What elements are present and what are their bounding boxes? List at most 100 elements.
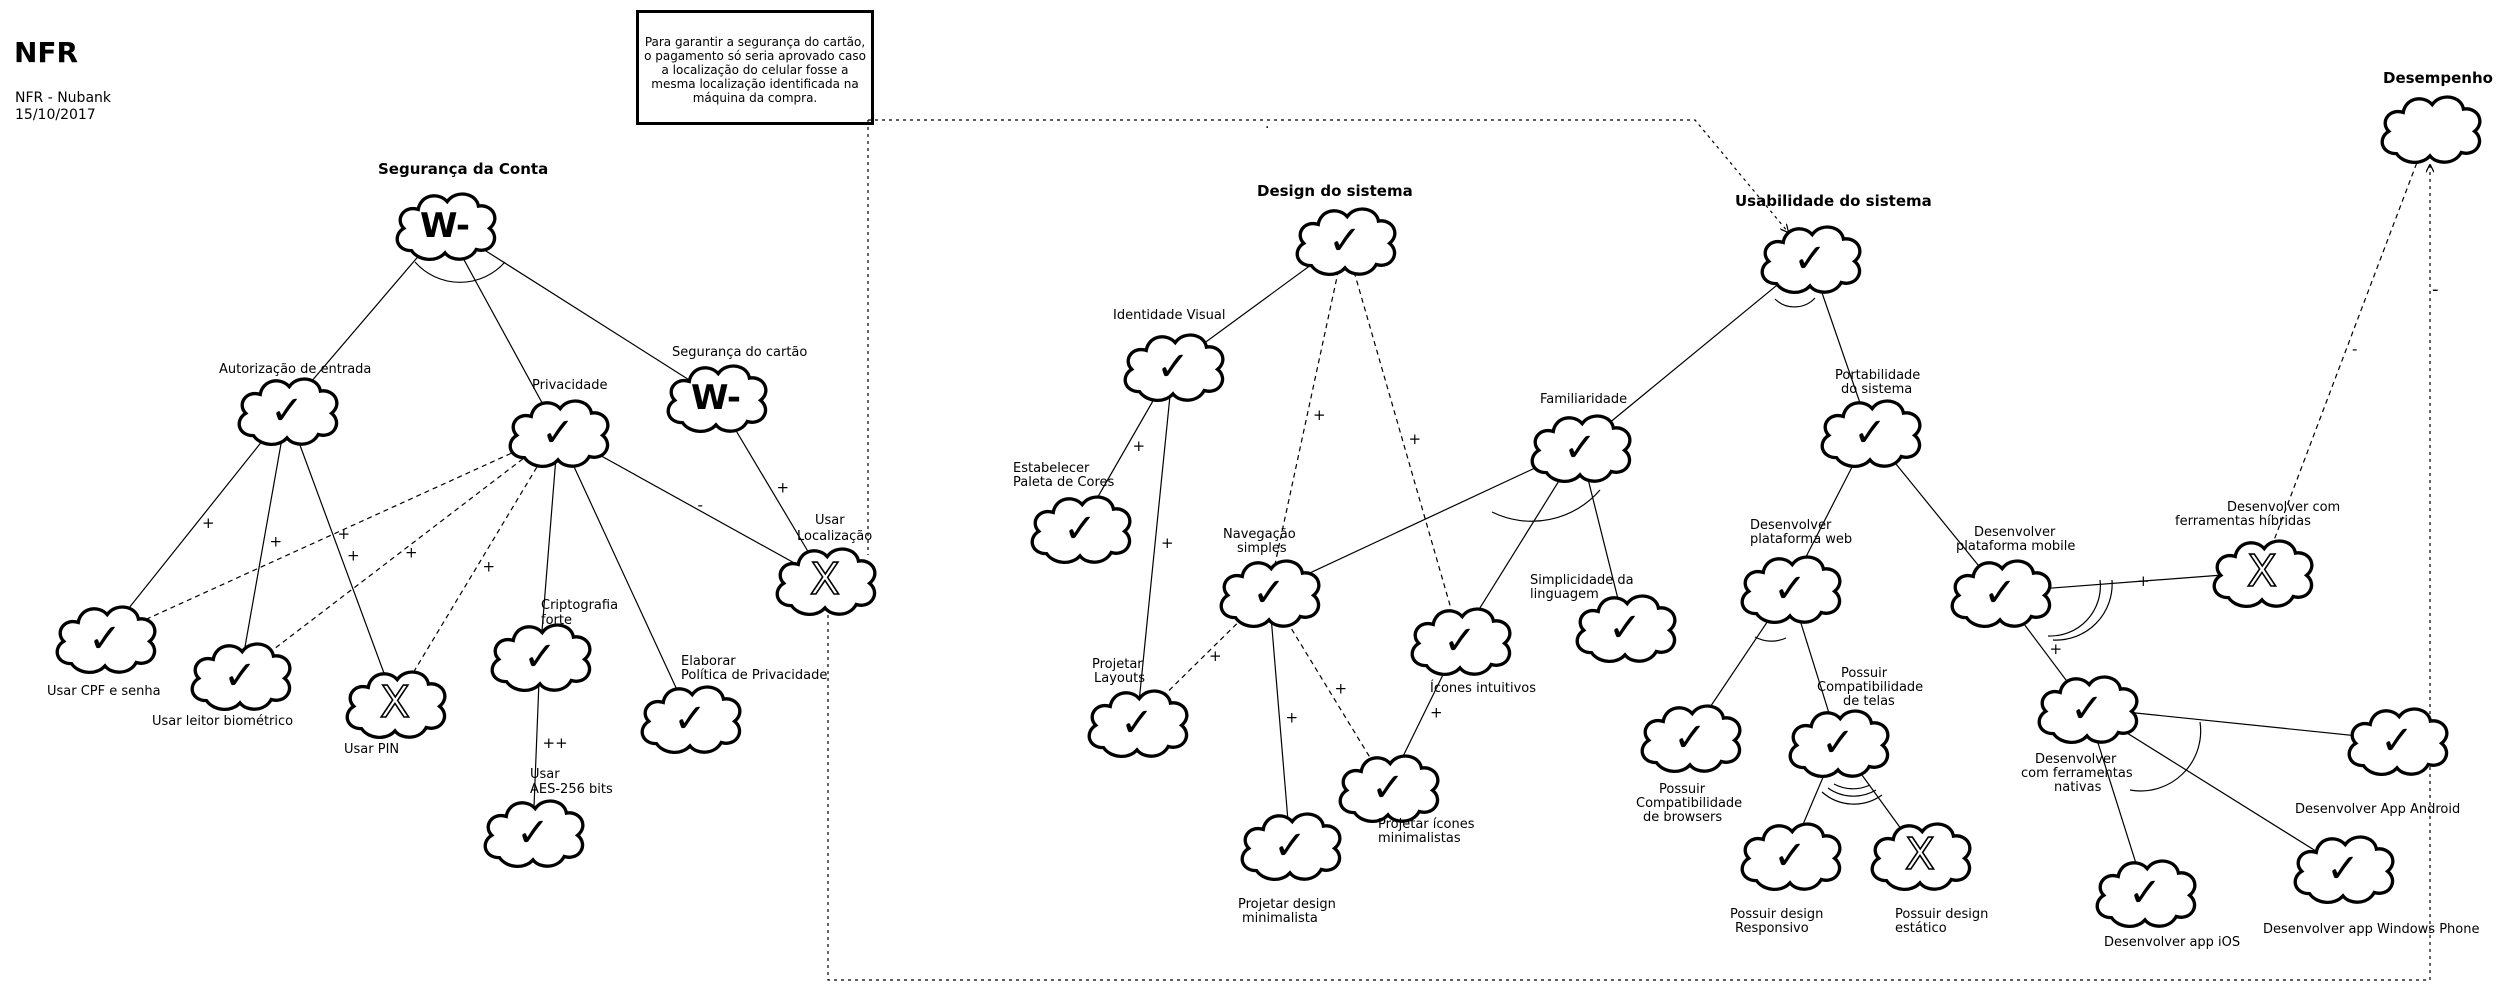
contribution-link: [2261, 128, 2430, 573]
contribution-link: [1269, 592, 1291, 846]
softgoal-usab[interactable]: ✓: [1760, 225, 1862, 295]
note-link: [868, 119, 1788, 232]
performance-link: [827, 165, 2430, 981]
satisficed-icon: ✓: [223, 653, 257, 699]
diagram-subtitle: NFR - Nubank 15/10/2017: [15, 90, 111, 124]
hidden: [2100, 590, 2132, 610]
label-privacidade: Privacidade: [532, 378, 607, 393]
contribution-link: [557, 431, 691, 719]
softgoal-web[interactable]: ✓: [1740, 555, 1842, 625]
softgoal-porta[interactable]: ✓: [1820, 399, 1922, 469]
satisficed-icon: ✓: [2128, 870, 2162, 916]
softgoal-cpf[interactable]: ✓: [55, 605, 157, 675]
softgoal-android[interactable]: ✓: [2347, 707, 2449, 777]
softgoal-estat[interactable]: X: [1870, 822, 1972, 892]
softgoal-seg_conta[interactable]: W-: [395, 192, 497, 262]
contribution-link: [1579, 257, 1811, 448]
softgoal-hibr[interactable]: X: [2212, 539, 2314, 609]
satisficed-icon: ✓: [1673, 715, 1707, 761]
label-nativas-1: Desenvolver: [2035, 752, 2117, 767]
label-autorizacao: Autorização de entrada: [219, 362, 371, 377]
label-paleta-2: Paleta de Cores: [1013, 475, 1114, 490]
softgoal-cripto[interactable]: ✓: [490, 623, 592, 693]
satisficed-icon: ✓: [516, 810, 550, 856]
softgoal-famil[interactable]: ✓: [1530, 414, 1632, 484]
satisficed-icon: ✓: [2326, 846, 2360, 892]
satisficed-icon: ✓: [2380, 718, 2414, 764]
softgoal-pin[interactable]: X: [345, 670, 447, 740]
cloud-icon: [2380, 95, 2482, 165]
softgoal-icint[interactable]: ✓: [1410, 607, 1512, 677]
softgoal-mobile[interactable]: ✓: [1950, 559, 2052, 629]
label-portabilidade-2: do sistema: [1841, 382, 1912, 397]
softgoal-dmin[interactable]: ✓: [1240, 812, 1342, 882]
label-layouts-1: Projetar: [1092, 657, 1143, 672]
satisficed-icon: ✓: [541, 410, 575, 456]
label-simplicidade-1: Simplicidade da: [1530, 573, 1634, 588]
softgoal-browsers[interactable]: ✓: [1640, 704, 1742, 774]
satisficed-icon: ✓: [523, 634, 557, 680]
satisficed-icon: ✓: [673, 696, 707, 742]
satisficed-icon: ✓: [1273, 823, 1307, 869]
label-layouts-2: Layouts: [1094, 671, 1145, 686]
label-compat-browsers-3: de browsers: [1643, 810, 1722, 825]
satisficed-icon: ✓: [88, 616, 122, 662]
denied-icon: X: [2247, 546, 2277, 597]
or-arc: [2052, 579, 2113, 641]
label-hibridas-1: Desenvolver com: [2227, 500, 2340, 515]
diagram-title: NFR: [14, 36, 79, 69]
softgoal-autoriz[interactable]: ✓: [237, 377, 339, 447]
contribution-label: +: [1430, 704, 1443, 722]
label-icones-min-1: Projetar ícones: [1378, 817, 1475, 832]
softgoal-telas[interactable]: ✓: [1788, 709, 1890, 779]
satisficed-icon: ✓: [1371, 765, 1405, 811]
subtitle-date: 15/10/2017: [15, 107, 96, 123]
contribution-label: +: [1209, 647, 1222, 665]
denied-icon: X: [380, 677, 410, 728]
label-usar-pin: Usar PIN: [344, 742, 399, 757]
label-nativas-3: nativas: [2054, 780, 2102, 795]
contribution-label: +: [347, 547, 360, 565]
contribution-label: -: [2352, 340, 2357, 358]
label-politica-2: Política de Privacidade: [681, 668, 827, 683]
softgoal-naveg[interactable]: ✓: [1219, 559, 1321, 629]
and-arc: [2129, 721, 2202, 792]
label-nativas-2: com ferramentas: [2021, 766, 2133, 781]
softgoal-imin[interactable]: ✓: [1338, 754, 1440, 824]
satisficed-icon: ✓: [1853, 410, 1887, 456]
softgoal-paleta[interactable]: ✓: [1030, 495, 1132, 565]
softgoal-nat[interactable]: ✓: [2037, 675, 2139, 745]
satisficed-icon: ✓: [1821, 720, 1855, 766]
softgoal-bio[interactable]: ✓: [190, 642, 292, 712]
label-usar-biometrico: Usar leitor biométrico: [152, 714, 293, 729]
label-estatico-2: estático: [1895, 921, 1947, 936]
label-design-min-1: Projetar design: [1238, 897, 1336, 912]
softgoal-seg_cartao[interactable]: W-: [666, 364, 768, 434]
softgoal-layouts[interactable]: ✓: [1087, 689, 1189, 759]
softgoal-usar_loc[interactable]: X: [775, 547, 877, 617]
contribution-link: [1136, 365, 1174, 723]
softgoal-desemp[interactable]: [2380, 95, 2482, 165]
contribution-link: [2086, 707, 2398, 741]
label-responsivo-1: Possuir design: [1730, 907, 1823, 922]
softgoal-design[interactable]: ✓: [1295, 207, 1397, 277]
label-paleta-1: Estabelecer: [1013, 461, 1090, 476]
softgoal-ios[interactable]: ✓: [2095, 859, 2197, 929]
softgoal-windows[interactable]: ✓: [2293, 835, 2395, 905]
softgoal-politica[interactable]: ✓: [640, 685, 742, 755]
softgoal-resp[interactable]: ✓: [1740, 822, 1842, 892]
label-seguranca-cartao: Segurança do cartão: [672, 345, 807, 360]
denied-icon: X: [1905, 829, 1935, 880]
softgoal-priv[interactable]: ✓: [508, 399, 610, 469]
label-hibridas-2: ferramentas híbridas: [2175, 514, 2311, 529]
label-criptografia-2: forte: [541, 613, 572, 628]
softgoal-simpl[interactable]: ✓: [1575, 594, 1677, 664]
and-arc: [1491, 489, 1601, 522]
softgoal-aes[interactable]: ✓: [483, 799, 585, 869]
contribution-label: +: [202, 514, 215, 532]
label-aes-1: Usar: [530, 767, 560, 782]
contribution-link: [1268, 240, 1345, 593]
contribution-link: [539, 431, 559, 657]
satisficed-icon: ✓: [1156, 344, 1190, 390]
softgoal-ident[interactable]: ✓: [1123, 333, 1225, 403]
